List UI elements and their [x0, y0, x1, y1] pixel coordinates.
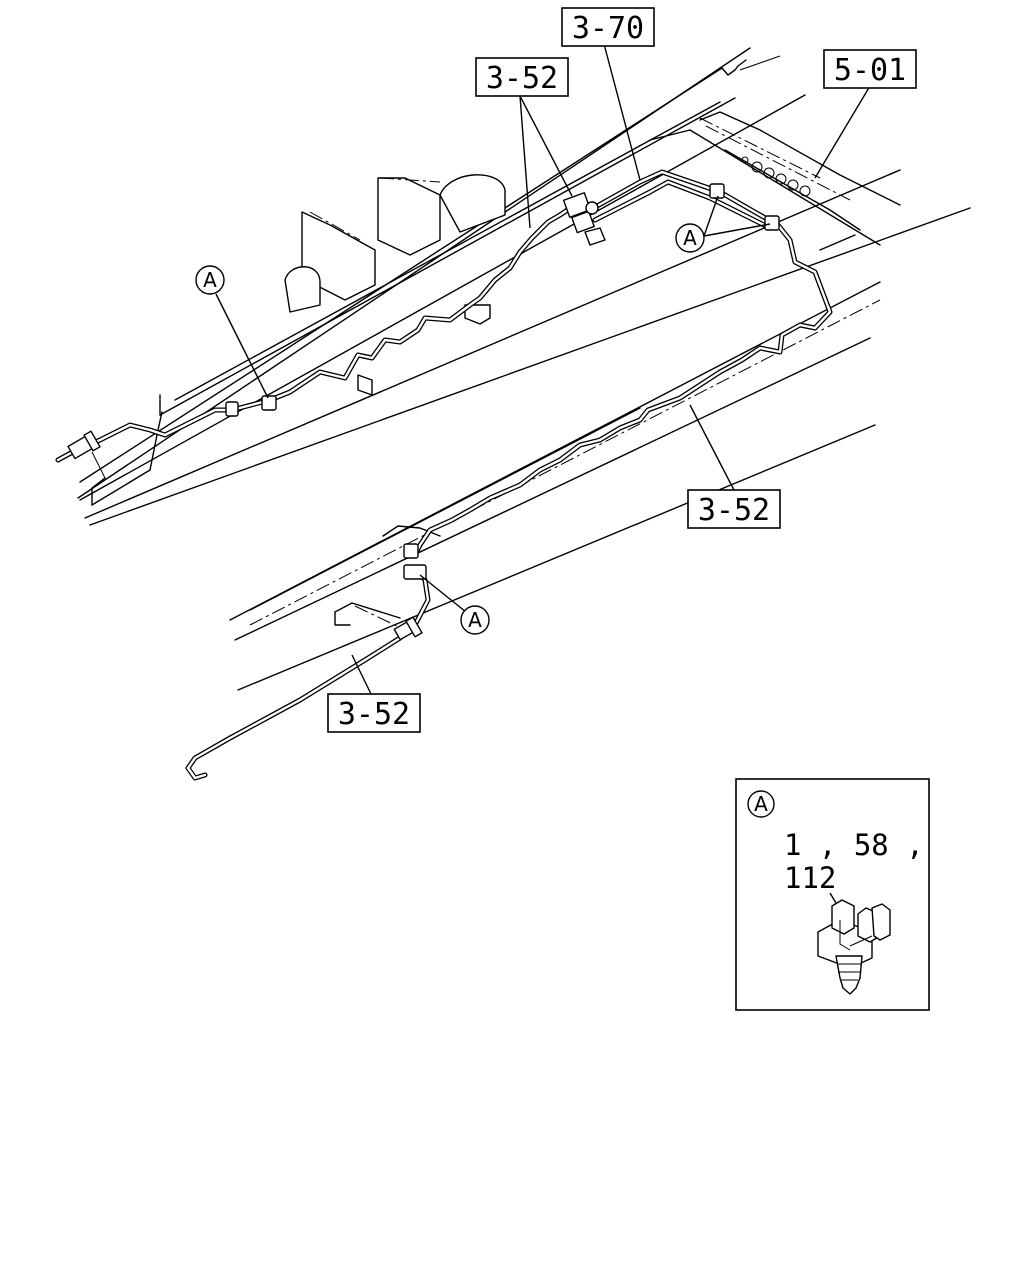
brake-pipes — [55, 169, 833, 781]
inset-part-numbers-line2: 112 — [784, 861, 836, 895]
clip-marker-rear-letter: A — [468, 608, 482, 632]
frame-structure — [77, 47, 971, 691]
clip-marker-left-letter: A — [203, 268, 217, 292]
inset-part-numbers-line1: 1 , 58 , — [784, 828, 924, 862]
leader-lines — [215, 43, 871, 697]
callout-5-01-text: 5-01 — [834, 53, 906, 88]
callout-3-52-top[interactable]: 3-52 — [475, 57, 569, 97]
clip-marker-rear[interactable]: A — [460, 605, 490, 635]
clip-marker-left[interactable]: A — [195, 265, 225, 295]
pipe-fittings — [67, 183, 780, 641]
clip-marker-right[interactable]: A — [675, 223, 705, 253]
inset-detail-a: A 1 , 58 , 112 — [735, 778, 930, 1011]
callout-3-52-right-text: 3-52 — [698, 493, 770, 528]
clip-part-icon — [817, 899, 891, 995]
callout-3-52-top-text: 3-52 — [486, 61, 558, 96]
callout-5-01[interactable]: 5-01 — [823, 49, 917, 89]
callout-3-70-text: 3-70 — [572, 11, 644, 46]
callout-3-52-bottom[interactable]: 3-52 — [327, 693, 421, 733]
callout-3-52-right[interactable]: 3-52 — [687, 489, 781, 529]
clip-marker-right-letter: A — [683, 226, 697, 250]
callout-3-70[interactable]: 3-70 — [561, 7, 655, 47]
callout-3-52-bottom-text: 3-52 — [338, 697, 410, 732]
inset-letter: A — [754, 792, 768, 816]
